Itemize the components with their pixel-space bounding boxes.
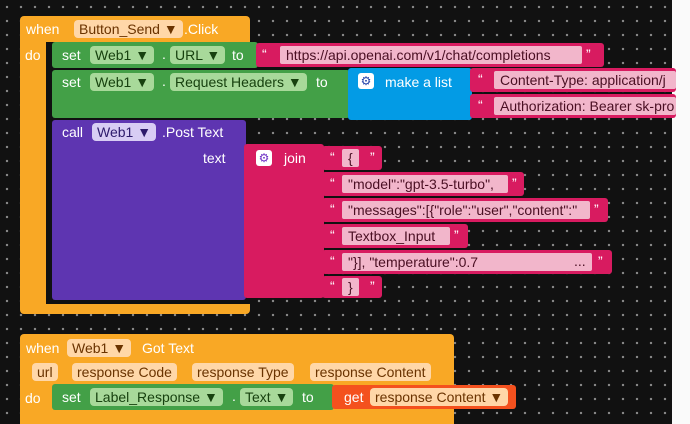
make-a-list-label: make a list — [385, 74, 452, 90]
event-name-got-text: Got Text — [142, 340, 194, 356]
close-quote-p3: ” — [454, 227, 459, 243]
open-quote-p5: “ — [330, 278, 335, 294]
to-keyword-label: to — [302, 389, 314, 405]
close-quote: ” — [586, 46, 591, 62]
param-response-code[interactable]: response Code — [72, 363, 177, 381]
component-dropdown-web1[interactable]: Web1 ▼ — [90, 46, 155, 64]
mutator-gear-icon[interactable]: ⚙ — [358, 73, 374, 89]
param-url[interactable]: url — [32, 363, 58, 381]
close-quote-p1: ” — [512, 175, 517, 191]
open-quote-p1: “ — [330, 175, 335, 191]
call-keyword: call — [62, 124, 84, 140]
setter-block-url[interactable] — [52, 42, 258, 68]
open-quote-p2: “ — [330, 201, 335, 217]
when-keyword: when — [26, 21, 60, 37]
open-quote-auth: “ — [478, 97, 483, 113]
dot-separator-headers: . — [162, 73, 166, 89]
set-keyword: set — [62, 47, 81, 63]
url-string-value[interactable]: https://api.openai.com/v1/chat/completio… — [280, 46, 582, 64]
set-keyword-label: set — [62, 389, 81, 405]
close-quote-p4: ” — [598, 253, 603, 269]
component-dropdown-web1-event[interactable]: Web1 ▼ — [67, 339, 132, 357]
param-response-type[interactable]: response Type — [192, 363, 294, 381]
when-keyword-2: when — [26, 340, 60, 356]
string-textbox-input[interactable]: Textbox_Input — [342, 227, 450, 245]
do-keyword: do — [25, 47, 41, 63]
method-post-text: .Post Text — [162, 124, 224, 140]
property-dropdown-url[interactable]: URL ▼ — [170, 46, 226, 64]
join-block[interactable] — [244, 144, 324, 298]
call-block-post-text[interactable] — [52, 120, 246, 300]
open-quote-ct: “ — [478, 71, 483, 87]
param-response-content[interactable]: response Content — [310, 363, 431, 381]
component-dropdown-button-send[interactable]: Button_Send ▼ — [74, 20, 183, 38]
string-model[interactable]: "model":"gpt-3.5-turbo", — [342, 175, 508, 193]
get-keyword: get — [344, 389, 364, 405]
component-dropdown-label-response[interactable]: Label_Response ▼ — [90, 388, 223, 406]
string-open-brace[interactable]: { — [342, 149, 359, 167]
variable-dropdown-response-content[interactable]: response Content ▼ — [370, 388, 509, 406]
string-close-brace[interactable]: } — [342, 278, 359, 296]
open-quote-p3: “ — [330, 227, 335, 243]
join-mutator-gear-icon[interactable]: ⚙ — [256, 150, 272, 166]
string-truncation-ellipsis: ... — [574, 253, 586, 269]
property-dropdown-request-headers[interactable]: Request Headers ▼ — [170, 73, 307, 91]
text-arg-label: text — [203, 150, 226, 166]
open-quote: “ — [262, 46, 267, 62]
set-keyword-headers: set — [62, 74, 81, 90]
to-keyword: to — [232, 47, 244, 63]
dot-separator: . — [162, 46, 166, 62]
string-temperature[interactable]: "}], "temperature":0.7 — [342, 253, 592, 271]
open-quote-p4: “ — [330, 253, 335, 269]
header-authorization[interactable]: Authorization: Bearer sk-pro — [494, 97, 676, 115]
close-quote-p0: ” — [370, 149, 375, 165]
open-quote-p0: “ — [330, 149, 335, 165]
event-name-click: .Click — [184, 21, 219, 37]
close-quote-p2: ” — [594, 201, 599, 217]
header-content-type[interactable]: Content-Type: application/j — [494, 71, 676, 89]
component-dropdown-web1-call[interactable]: Web1 ▼ — [92, 123, 157, 141]
close-quote-p5: ” — [370, 278, 375, 294]
string-messages[interactable]: "messages":[{"role":"user","content":" — [342, 201, 590, 219]
property-dropdown-text[interactable]: Text ▼ — [240, 388, 294, 406]
do-keyword-2: do — [25, 390, 41, 406]
screenshot-edge — [672, 0, 690, 424]
to-keyword-headers: to — [316, 74, 328, 90]
dot-separator-label: . — [232, 388, 236, 404]
component-dropdown-web1-headers[interactable]: Web1 ▼ — [90, 73, 155, 91]
join-label: join — [284, 150, 306, 166]
